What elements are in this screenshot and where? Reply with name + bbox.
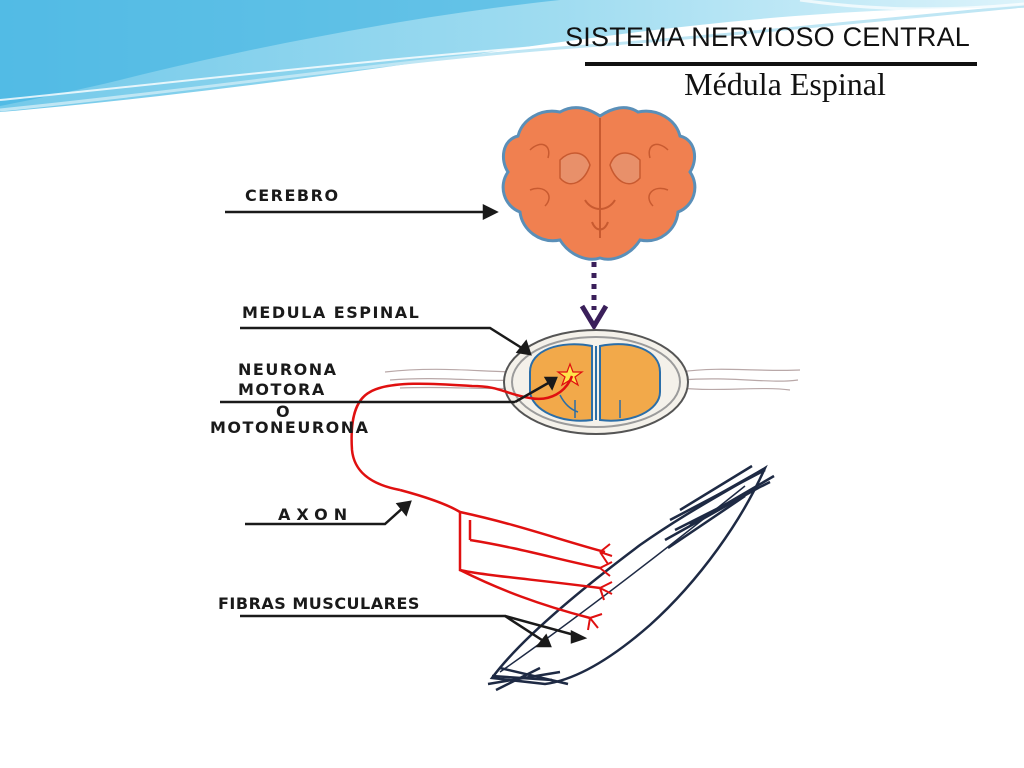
label-cerebro: CEREBRO bbox=[245, 186, 340, 205]
label-neurona: NEURONA bbox=[238, 360, 338, 379]
label-axon: AXON bbox=[278, 505, 354, 524]
header-banner bbox=[0, 0, 1024, 112]
label-medula-espinal: MEDULA ESPINAL bbox=[242, 303, 421, 322]
title-underline bbox=[585, 62, 977, 66]
label-motora: MOTORA bbox=[238, 380, 326, 399]
motor-neuron-path bbox=[350, 375, 606, 620]
spinal-cord-cross-section bbox=[503, 329, 689, 435]
muscle-illustration bbox=[487, 464, 775, 692]
label-o: O bbox=[276, 402, 292, 421]
label-motoneurona: MOTONEURONA bbox=[210, 418, 370, 437]
slide-title: SISTEMA NERVIOSO CENTRAL bbox=[565, 22, 970, 52]
label-fibras-musculares: FIBRAS MUSCULARES bbox=[218, 594, 420, 613]
brain-illustration bbox=[501, 106, 697, 261]
slide-subtitle: Médula Espinal bbox=[684, 66, 886, 102]
brain-to-cord-arrow bbox=[579, 262, 609, 331]
neuromuscular-endings bbox=[587, 543, 613, 631]
label-pointers bbox=[220, 203, 588, 648]
